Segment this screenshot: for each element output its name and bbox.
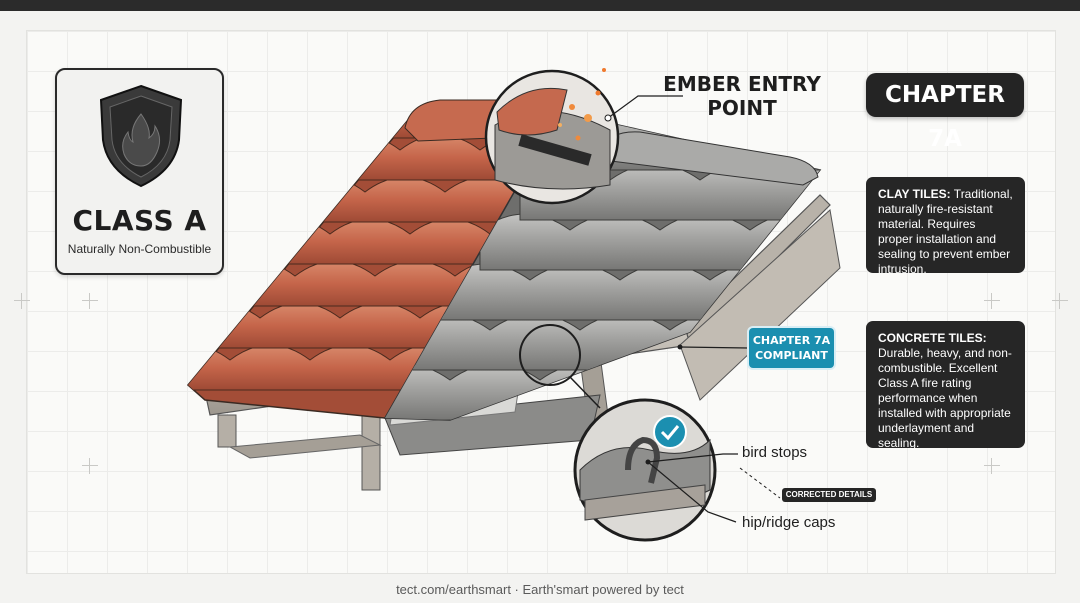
ember-line-1: EMBER ENTRY [663,72,821,96]
clay-heading: CLAY TILES: [878,187,951,201]
hip-ridge-label: hip/ridge caps [742,514,836,531]
concrete-heading: CONCRETE TILES: [878,331,987,345]
crosshair-mark [14,293,30,309]
concrete-tiles-info: CONCRETE TILES: Durable, heavy, and non-… [866,321,1025,450]
shield-flame-icon [99,84,183,188]
crosshair-mark [984,293,1000,309]
compliant-line-1: CHAPTER 7A [752,334,831,347]
class-a-title: CLASS A [72,204,207,237]
top-bar [0,0,1080,11]
compliant-tag: CHAPTER 7A COMPLIANT [749,328,834,368]
chapter-7a-badge: CHAPTER 7A [866,73,1024,152]
clay-tiles-info: CLAY TILES: Traditional, naturally fire-… [866,177,1025,276]
crosshair-mark [984,458,1000,474]
bird-stops-label: bird stops [742,444,808,461]
corrected-details-tag: CORRECTED DETAILS [782,488,876,502]
class-a-subtitle: Naturally Non-Combustible [67,242,212,256]
crosshair-mark [1052,293,1068,309]
class-a-badge: CLASS A Naturally Non-Combustible [55,68,224,275]
concrete-text: Durable, heavy, and non-combustible. Exc… [878,346,1012,450]
ember-entry-callout: EMBER ENTRY POINT [662,72,822,120]
clay-text: Traditional, naturally fire-resistant ma… [878,187,1013,276]
crosshair-mark [82,458,98,474]
ember-line-2: POINT [707,96,777,120]
crosshair-mark [82,293,98,309]
footer-credit: tect.com/earthsmart · Earth'smart powere… [396,582,684,597]
compliant-line-2: COMPLIANT [755,349,828,362]
